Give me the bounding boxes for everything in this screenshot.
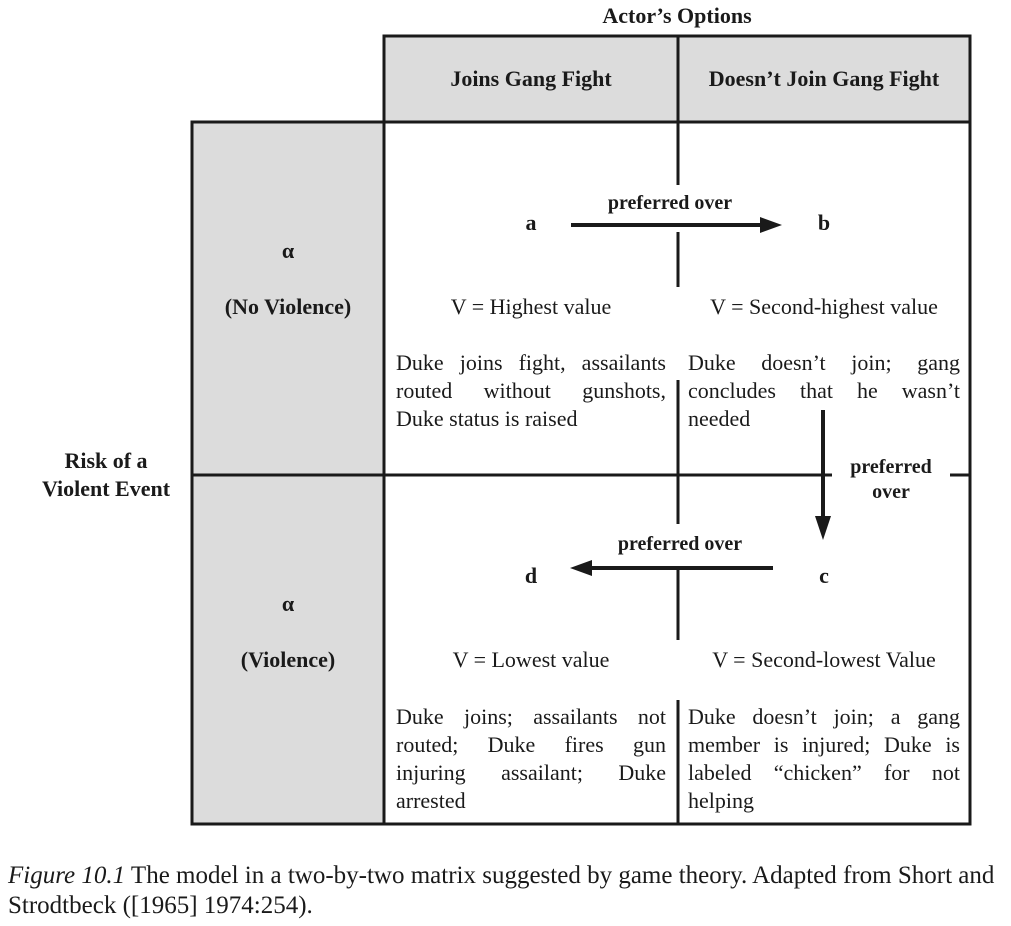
matrix-frame (190, 34, 972, 826)
arrow-b-to-c-label: preferred over (836, 455, 946, 505)
cell-d-letter: d (524, 563, 538, 588)
cell-b-value: V = Second-highest value (710, 294, 938, 319)
row-header-box-violence (190, 473, 386, 826)
figure-caption: Figure 10.1 The model in a two-by-two ma… (8, 861, 1003, 921)
cell-a-value: V = Highest value (450, 294, 612, 319)
row-label-no-violence: (No Violence) (224, 294, 352, 319)
arrow-b-to-c-label-line2: over (872, 481, 910, 503)
arrow-a-to-b-head (760, 217, 782, 233)
column-header-box-joins (382, 34, 680, 124)
chart-title: Actor’s Options (602, 3, 752, 28)
cell-d-description: Duke joins; assailants not routed; Duke … (396, 704, 666, 813)
row-label-violence: (Violence) (240, 647, 336, 672)
column-header-box-doesnt-join (676, 34, 972, 124)
row-header-box-no-violence (190, 120, 386, 477)
arrow-b-to-c-label-line1: preferred (850, 456, 932, 478)
cell-a-letter: a (525, 210, 537, 235)
figure-label: Figure 10.1 (8, 862, 126, 889)
caption-text: The model in a two-by-two matrix suggest… (8, 862, 995, 919)
cell-b-letter: b (817, 210, 831, 235)
cell-c-letter: c (819, 563, 829, 588)
column-header-doesnt-join: Doesn’t Join Gang Fight (708, 66, 940, 91)
cell-b-description: Duke doesn’t join; gang concludes that h… (688, 350, 960, 431)
cell-d-value: V = Lowest value (452, 647, 610, 672)
row-symbol-no-violence: α (281, 238, 295, 263)
row-axis-label-line2: Violent Event (41, 476, 171, 501)
cell-c-description: Duke doesn’t join; a gang member is inju… (688, 704, 960, 813)
row-symbol-violence: α (281, 591, 295, 616)
row-axis-label: Risk of a Violent Event (18, 447, 194, 503)
arrow-c-to-d-head (570, 560, 592, 576)
arrow-c-to-d-label: preferred over (617, 533, 743, 555)
arrow-b-to-c-head (815, 516, 831, 540)
arrow-a-to-b-label: preferred over (607, 192, 733, 214)
cell-c-value: V = Second-lowest Value (712, 647, 936, 672)
row-axis-label-line1: Risk of a (64, 448, 148, 473)
column-header-joins: Joins Gang Fight (450, 66, 612, 91)
cell-a-description: Duke joins fight, assailants routed with… (396, 350, 666, 431)
